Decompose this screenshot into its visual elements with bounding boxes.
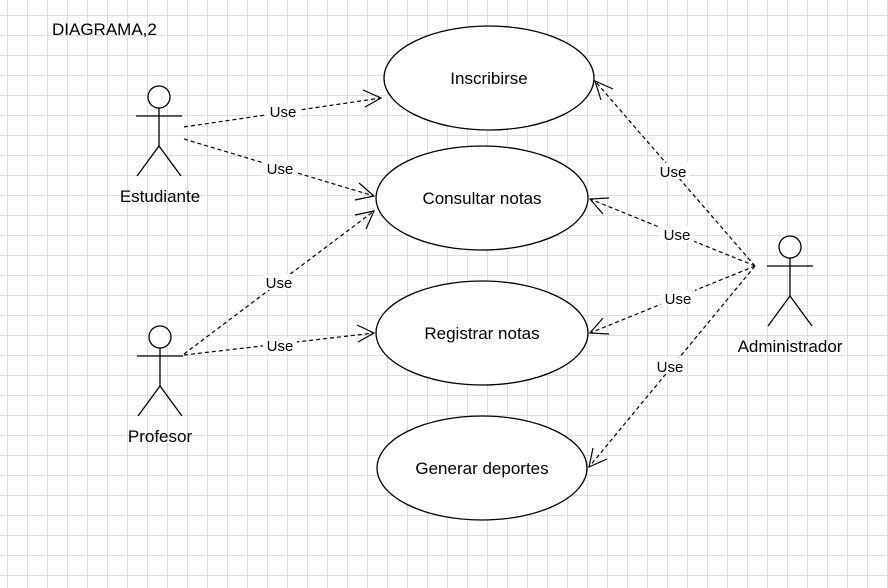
use-case-label: Inscribirse	[450, 69, 527, 88]
use-case-registrar-notas[interactable]: Registrar notas	[375, 280, 589, 386]
edge-admin-inscribirse[interactable]: Use	[594, 79, 756, 267]
edge-admin-generar[interactable]: Use	[588, 265, 756, 469]
use-case-label: Registrar notas	[424, 324, 539, 343]
actor-administrador[interactable]	[767, 235, 813, 327]
use-case-consultar-notas[interactable]: Consultar notas	[375, 145, 589, 251]
edge-profesor-registrar[interactable]: Use	[183, 324, 376, 356]
edge-label: Use	[660, 164, 687, 181]
edge-profesor-consultar[interactable]: Use	[183, 210, 376, 355]
edge-label: Use	[270, 104, 297, 121]
use-case-label: Generar deportes	[415, 459, 548, 478]
edge-label: Use	[267, 161, 294, 178]
edge-admin-consultar[interactable]: Use	[588, 197, 756, 267]
use-case-label: Consultar notas	[422, 189, 541, 208]
actor-label-administrador: Administrador	[738, 337, 843, 356]
actor-profesor[interactable]	[137, 325, 183, 417]
use-case-inscribirse[interactable]: Inscribirse	[383, 25, 595, 131]
edge-label: Use	[664, 227, 691, 244]
edge-label: Use	[657, 359, 684, 376]
edge-label: Use	[267, 338, 294, 355]
edge-estudiante-inscribirse[interactable]: Use	[183, 89, 383, 128]
use-case-generar-deportes[interactable]: Generar deportes	[376, 415, 588, 521]
edge-label: Use	[266, 275, 293, 292]
actor-estudiante[interactable]	[136, 85, 182, 177]
edge-estudiante-consultar[interactable]: Use	[183, 138, 376, 201]
actor-label-profesor: Profesor	[128, 427, 193, 446]
edge-admin-registrar[interactable]: Use	[588, 265, 756, 335]
diagram-title: DIAGRAMA,2	[52, 20, 157, 39]
actor-label-estudiante: Estudiante	[120, 187, 200, 206]
edge-label: Use	[665, 291, 692, 308]
